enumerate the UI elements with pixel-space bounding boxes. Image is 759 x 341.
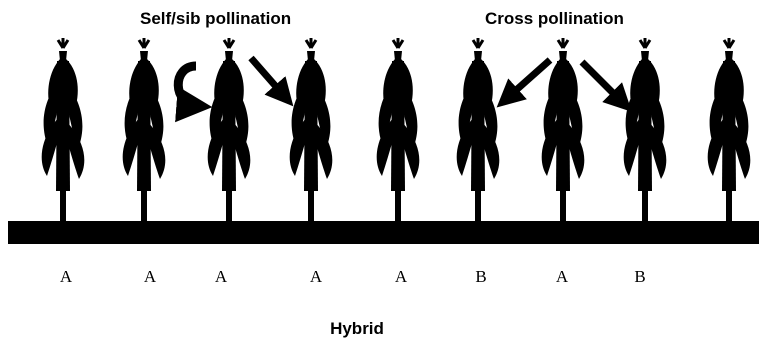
plant-label: B bbox=[475, 267, 486, 286]
corn-plant bbox=[208, 38, 251, 221]
corn-plant bbox=[123, 38, 166, 221]
corn-plant bbox=[290, 38, 333, 221]
corn-plant bbox=[377, 38, 420, 221]
corn-plant bbox=[457, 38, 500, 221]
corn-plant bbox=[42, 38, 85, 221]
cross-heading: Cross pollination bbox=[485, 9, 624, 28]
plant-labels: A A A A A B A B bbox=[60, 267, 646, 286]
cross-pollination-left-arrow bbox=[505, 60, 550, 100]
corn-plant-row bbox=[42, 38, 751, 221]
plant-label: A bbox=[60, 267, 73, 286]
plant-label: A bbox=[144, 267, 157, 286]
corn-plant bbox=[624, 38, 667, 221]
self-sib-heading: Self/sib pollination bbox=[140, 9, 291, 28]
cross-pollination-right-arrow bbox=[582, 62, 624, 104]
self-pollination-curved-arrow bbox=[178, 66, 198, 106]
corn-plant bbox=[708, 38, 751, 221]
plant-label: A bbox=[395, 267, 408, 286]
plant-label: A bbox=[215, 267, 228, 286]
sib-pollination-arrow bbox=[251, 58, 286, 98]
ground-bar bbox=[8, 221, 759, 244]
plant-label: B bbox=[634, 267, 645, 286]
hybrid-caption: Hybrid bbox=[330, 319, 384, 338]
plant-label: A bbox=[556, 267, 569, 286]
plant-label: A bbox=[310, 267, 323, 286]
